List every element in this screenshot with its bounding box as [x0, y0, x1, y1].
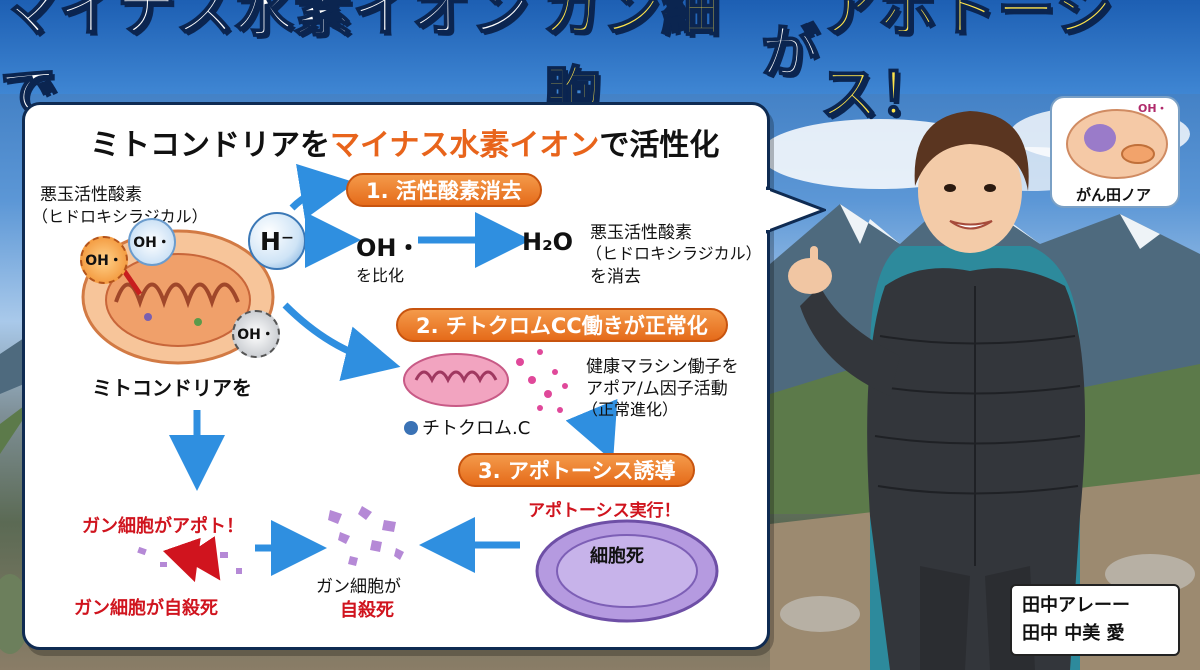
cancer-suicide-text: ガン細胞が自殺死 — [74, 598, 218, 619]
cyto-desc-line3: （正常進化） — [582, 400, 679, 419]
center-text-line2: 自殺死 — [340, 600, 394, 621]
step-1-pill: 1. 活性酸素消去 — [346, 173, 542, 207]
cyto-desc-line2: アポア/ム因子活動 — [586, 379, 728, 399]
cytochrome-dot-icon — [404, 421, 418, 435]
title-part-3: が — [760, 17, 821, 87]
name-card-line2: 田中 中美 愛 — [1022, 623, 1125, 644]
apoptosis-exec-text: アポトーシス実行！ — [528, 501, 681, 521]
h2o-desc-line2: （ヒドロキシラジカル） — [586, 244, 762, 263]
cancer-cell-icon — [1066, 109, 1168, 179]
cancer-apoptosis-text: ガン細胞がアポト！ — [82, 516, 244, 537]
cyto-label: チトクロム.C — [404, 414, 530, 440]
cell-death-label: 細胞死 — [590, 546, 644, 567]
cytochrome-mitochondria-icon — [403, 353, 509, 407]
step-3-pill: 3. アポトーシス誘導 — [458, 453, 696, 487]
ros-label-line1: 悪玉活性酸素 — [40, 185, 142, 205]
step-2-pill: 2. チトクロムCC働きが正常化 — [396, 308, 728, 342]
cyto-desc-line1: 健康マラシン働子を — [586, 357, 739, 377]
cell-card-label: がん田ノア — [1076, 186, 1152, 204]
oh-radical-bubble-2: OH・ — [128, 218, 176, 266]
oh-radical-bubble-1: OH・ — [80, 236, 128, 284]
name-card: 田中アレーー 田中 中美 愛 — [1010, 584, 1180, 656]
speech-bubble-tail — [766, 186, 826, 234]
oh-sub-text: を比化 — [356, 266, 405, 285]
hydride-ion-badge: H⁻ — [248, 212, 306, 270]
cell-death-mitochondria-icon — [535, 519, 719, 623]
oh-radical-bubble-3: OH・ — [232, 310, 280, 358]
cancer-cell-card: OH・ がん田ノア — [1050, 96, 1180, 208]
mitochondria-illustration — [81, 229, 275, 365]
title-part-4: アポトーシス！ — [819, 0, 1114, 129]
mitochondria-label: ミトコンドリアを — [92, 376, 252, 400]
hiker-woman-illustration — [788, 111, 1085, 670]
h2o-desc-line1: 悪玉活性酸素 — [590, 223, 692, 243]
title-part-1: マイナス水素イオンで — [0, 0, 530, 129]
panel-heading: ミトコンドリアをマイナス水素イオンで活性化 — [90, 128, 720, 163]
flow-arrows — [137, 163, 618, 583]
name-card-line1: 田中アレーー — [1022, 595, 1130, 616]
cell-card-oh: OH・ — [1138, 102, 1168, 115]
center-text-line1: ガン細胞が — [316, 577, 401, 597]
h2o-desc-line3: を消去 — [590, 267, 641, 287]
oh-text: OH・ — [356, 234, 421, 262]
h2o-text: H₂O — [522, 228, 573, 256]
